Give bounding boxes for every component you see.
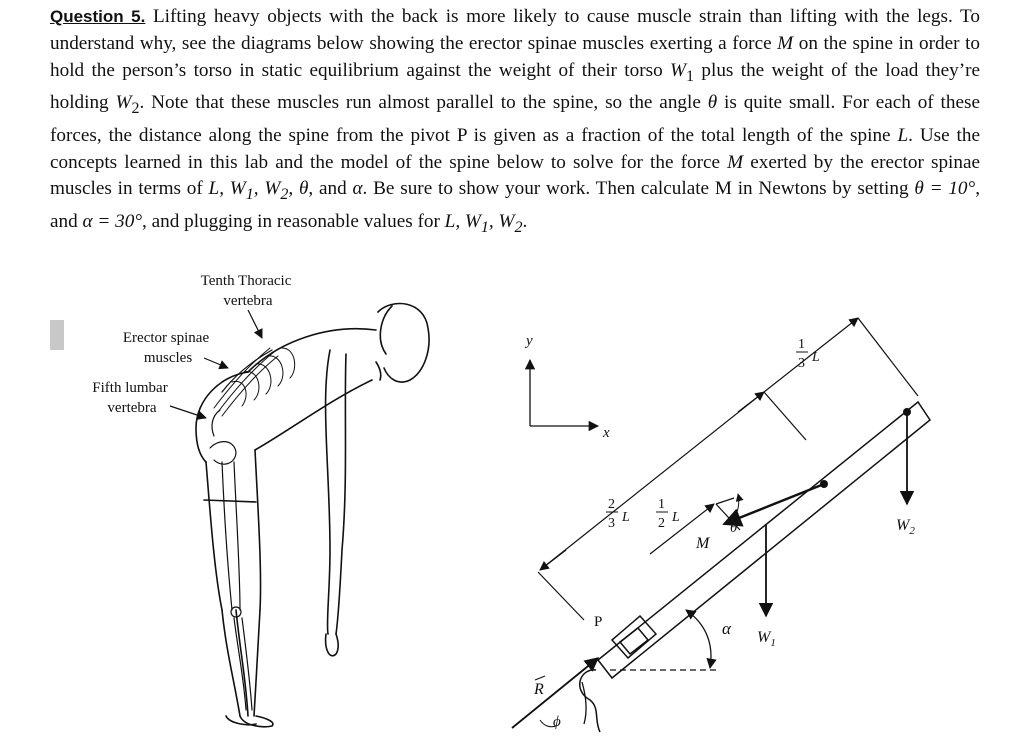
- label-P: P: [594, 614, 602, 630]
- label-M: M: [695, 535, 711, 552]
- frac-half-L: L: [671, 510, 680, 525]
- pivot-vertebra: [610, 614, 658, 660]
- frac-third-num: 1: [798, 337, 805, 352]
- pelvis-curve: [579, 669, 601, 733]
- person-illustration: [195, 302, 430, 728]
- force-M-arrow: [722, 482, 825, 527]
- theta-eq: θ = 10°: [914, 178, 976, 200]
- question-text: Question 5. Lifting heavy objects with t…: [50, 6, 980, 236]
- frac-third-den: 3: [798, 356, 805, 371]
- label-erector-1: Erector spinae: [123, 330, 210, 346]
- pointer-lumbar: [169, 405, 207, 420]
- label-W2: W2: [896, 517, 915, 537]
- question-p5: is quite small. For each of these forces…: [50, 92, 980, 146]
- frac-two-thirds-L: L: [621, 510, 630, 525]
- pointer-erector: [203, 357, 229, 370]
- frac-half-den: 2: [658, 516, 665, 531]
- question-p1: Lifting heavy objects with the back is m…: [50, 6, 980, 54]
- label-tenth-thoracic-1: Tenth Thoracic: [201, 273, 292, 289]
- label-lumbar-2: vertebra: [107, 400, 156, 416]
- question-p4: . Note that these muscles run almost par…: [139, 92, 708, 114]
- dimension-lines: [537, 317, 919, 621]
- force-R-arrow: [511, 657, 600, 729]
- var-W2-sub: 2: [131, 100, 140, 118]
- question-p8: . Be sure to show your work. Then calcul…: [362, 178, 915, 200]
- var-W1-sub: 1: [686, 67, 695, 85]
- var-W2: W: [115, 92, 132, 114]
- alpha-arc: [685, 609, 717, 670]
- frac-half-num: 1: [658, 497, 665, 512]
- frac-two-thirds-num: 2: [608, 497, 615, 512]
- label-alpha: α: [722, 619, 732, 638]
- question-p9: , and: [50, 178, 980, 233]
- axis-y-label: y: [524, 333, 533, 349]
- question-label: Question 5.: [50, 7, 146, 26]
- var-L: L: [897, 124, 909, 146]
- label-lumbar-1: Fifth lumbar: [92, 380, 167, 396]
- figure-diagrams: Tenth Thoracic vertebra Erector spinae m…: [92, 273, 932, 733]
- var-M2: M: [727, 151, 744, 173]
- question-p11: .: [522, 211, 528, 233]
- var-M: M: [777, 32, 794, 54]
- question-p3: plus the weight of the load they’re hold…: [50, 59, 980, 114]
- question-p2: on the spine in order to hold the person…: [50, 32, 980, 81]
- label-erector-2: muscles: [144, 350, 192, 366]
- label-phi: ϕ: [553, 714, 561, 730]
- label-theta: θ: [730, 520, 738, 536]
- vars-list-2: L, W1, W2: [444, 211, 523, 236]
- question-p6: . Use the concepts learned in this lab a…: [50, 124, 980, 173]
- axis-x-label: x: [602, 425, 610, 441]
- vars-list: L, W1, W2, θ: [208, 178, 309, 204]
- coordinate-axes: y x: [524, 333, 610, 441]
- frac-third-L: L: [811, 350, 820, 365]
- label-tenth-thoracic-2: vertebra: [223, 293, 272, 309]
- alpha-eq: α = 30°: [82, 211, 142, 233]
- question-p10: , and plugging in reasonable values for: [142, 211, 445, 233]
- var-W1: W: [670, 59, 687, 81]
- label-W1: W1: [757, 629, 776, 649]
- gray-marker: [50, 320, 64, 350]
- var-theta: θ: [707, 92, 718, 114]
- pointer-tenth: [247, 309, 263, 339]
- frac-two-thirds-den: 3: [608, 516, 615, 531]
- label-R: R: [533, 681, 544, 698]
- question-p7: exerted by the erector spinae muscles in…: [50, 151, 980, 200]
